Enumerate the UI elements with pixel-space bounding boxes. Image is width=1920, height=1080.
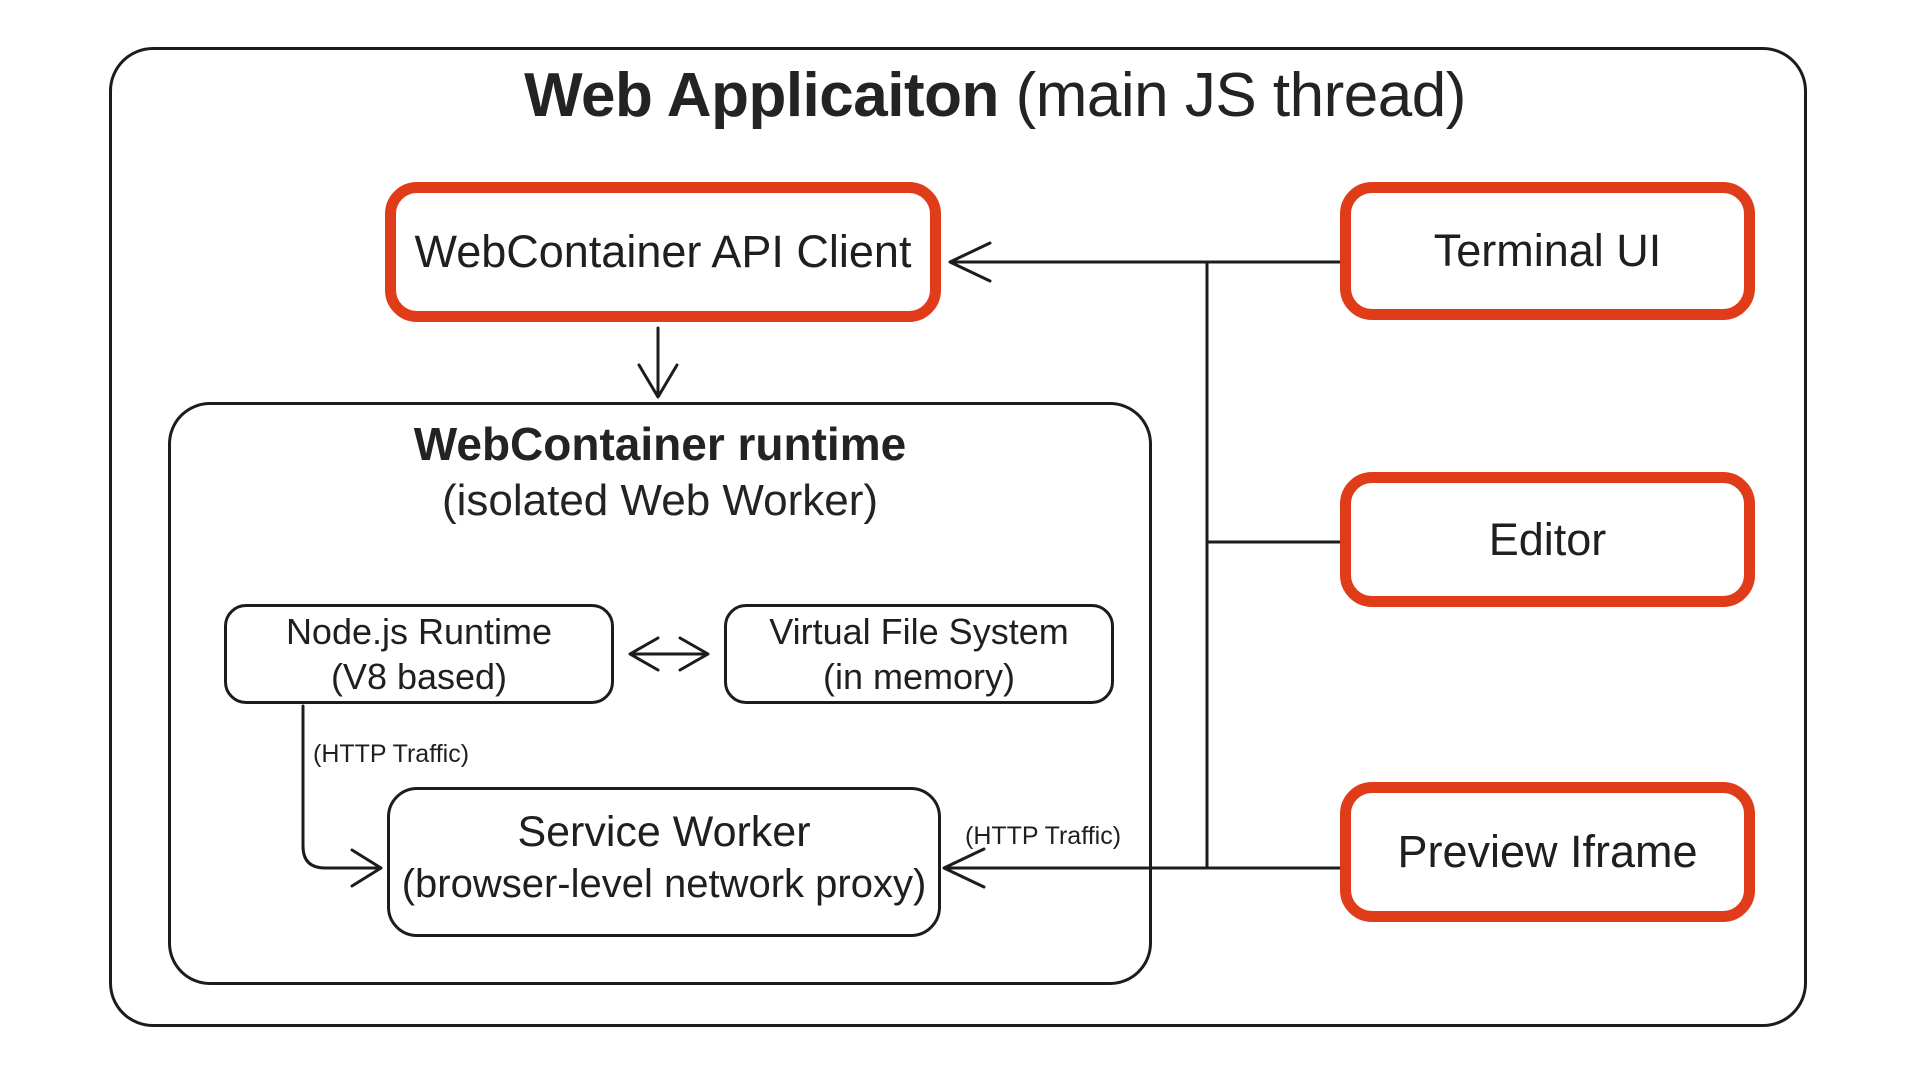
terminal-ui-node: Terminal UI: [1340, 182, 1755, 320]
webcontainer-runtime-container: [168, 402, 1152, 985]
webcontainer-runtime-title: WebContainer runtime: [413, 418, 907, 470]
editor-label: Editor: [1488, 513, 1607, 565]
webcontainer-runtime-subtitle: (isolated Web Worker): [441, 476, 879, 525]
page-title: Web Applicaiton (main JS thread): [70, 60, 1920, 132]
preview-iframe-node: Preview Iframe: [1340, 782, 1755, 922]
editor-node: Editor: [1340, 472, 1755, 607]
service-worker-label-line2: (browser-level network proxy): [401, 862, 927, 906]
virtual-file-system-label-line2: (in memory): [822, 656, 1015, 697]
webcontainer-runtime-heading: WebContainer runtime (isolated Web Worke…: [168, 416, 1152, 530]
nodejs-runtime-node: Node.js Runtime (V8 based): [224, 604, 614, 704]
preview-iframe-label: Preview Iframe: [1397, 826, 1698, 877]
page-title-tail: (main JS thread): [998, 61, 1467, 130]
virtual-file-system-node: Virtual File System (in memory): [724, 604, 1114, 704]
http-traffic-label-right: (HTTP Traffic): [965, 822, 1122, 850]
webcontainer-api-client-label: WebContainer API Client: [414, 226, 912, 277]
terminal-ui-label: Terminal UI: [1433, 225, 1662, 276]
service-worker-label-line1: Service Worker: [517, 808, 811, 856]
virtual-file-system-label-line1: Virtual File System: [769, 611, 1069, 652]
webcontainer-api-client-node: WebContainer API Client: [385, 182, 941, 322]
service-worker-node: Service Worker (browser-level network pr…: [387, 787, 941, 937]
http-traffic-label-left: (HTTP Traffic): [313, 740, 470, 768]
nodejs-runtime-label-line1: Node.js Runtime: [285, 611, 553, 652]
page-title-bold: Web Applicaiton: [524, 61, 999, 130]
nodejs-runtime-label-line2: (V8 based): [330, 656, 508, 697]
